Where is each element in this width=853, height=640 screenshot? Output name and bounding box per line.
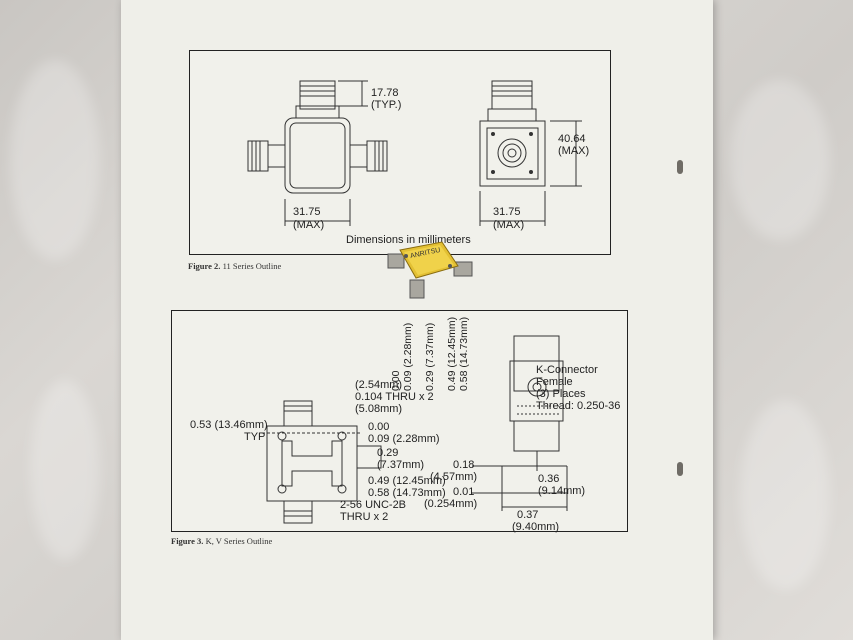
bottom-dim-049: 0.49 (12.45mm): [368, 475, 446, 487]
typ-label: TYP: [244, 431, 266, 443]
hole-depth: (5.08mm): [355, 403, 403, 415]
figure-3-drawing: [262, 335, 568, 524]
side-dim-037-mm: (9.40mm): [512, 521, 560, 533]
figure-3-caption: Figure 3. K, V Series Outline: [171, 536, 272, 546]
document-page: 17.78 (TYP.) 31.75 (MAX) 40.64 (MAX) 31.…: [121, 0, 713, 640]
right-dim-029-mm: (7.37mm): [377, 459, 425, 471]
figure-2-caption: Figure 2. 11 Series Outline: [188, 261, 281, 271]
side-dim-018-mm: (4.57mm): [430, 471, 478, 483]
figure-2-drawing: [247, 80, 582, 226]
side-dim-036: 0.36: [538, 473, 560, 485]
side-dim-001-mm: (0.254mm): [424, 498, 478, 510]
figure-2-caption-label: Figure 2.: [188, 261, 221, 271]
figure-3-caption-label: Figure 3.: [171, 536, 204, 546]
side-dim-036-mm: (9.14mm): [538, 485, 586, 497]
figure-3-frame: 0.00 0.09 (2.28mm) 0.29 (7.37mm) 0.49 (1…: [171, 310, 628, 533]
binder-hole: [677, 160, 683, 174]
tablecloth-highlight: [10, 60, 100, 260]
dim-width-left: 31.75: [293, 206, 321, 218]
screw-spec: 2-56 UNC-2B: [340, 499, 407, 511]
hole-thru: 0.104 THRU x 2: [355, 391, 434, 403]
vertical-dim-4: 0.58 (14.73mm): [458, 316, 470, 391]
tablecloth-highlight: [740, 400, 830, 590]
tablecloth-highlight: [730, 80, 830, 240]
connector-thread: Thread: 0.250-36: [536, 400, 621, 412]
vertical-dim-3: 0.49 (12.45mm): [446, 316, 458, 391]
side-dim-018: 0.18: [453, 459, 475, 471]
rf-component-photo: ANRITSU: [382, 236, 482, 306]
figure-3-caption-text: K, V Series Outline: [205, 536, 273, 546]
dim-height-right: 40.64: [558, 133, 586, 145]
connector-type: Female: [536, 376, 573, 388]
binder-hole: [677, 462, 683, 476]
screw-thru: THRU x 2: [340, 511, 389, 523]
figure-2-caption-text: 11 Series Outline: [222, 261, 282, 271]
dim-width-right: 31.75: [493, 206, 521, 218]
rf-component-drawing: [387, 241, 473, 299]
right-dim-009: 0.09 (2.28mm): [368, 433, 440, 445]
dim-width-right-note: (MAX): [493, 219, 525, 231]
right-dim-0: 0.00: [368, 421, 390, 433]
dim-typ-value: 17.78: [371, 87, 399, 99]
typ-dim: 0.53 (13.46mm): [190, 419, 268, 431]
hole-dia: (2.54mm): [355, 379, 403, 391]
bottom-dim-058: 0.58 (14.73mm): [368, 487, 446, 499]
dim-typ-note: (TYP.): [371, 99, 402, 111]
dim-width-left-note: (MAX): [293, 219, 325, 231]
vertical-dim-2: 0.29 (7.37mm): [424, 322, 436, 391]
connector-places: (3) Places: [536, 388, 586, 400]
connector-title: K-Connector: [536, 364, 598, 376]
dim-height-right-note: (MAX): [558, 145, 590, 157]
figure-2-frame: 17.78 (TYP.) 31.75 (MAX) 40.64 (MAX) 31.…: [189, 50, 611, 255]
side-dim-001: 0.01: [453, 486, 475, 498]
vertical-dim-1: 0.09 (2.28mm): [402, 322, 414, 391]
tablecloth-highlight: [30, 380, 100, 560]
side-dim-037: 0.37: [517, 509, 539, 521]
right-dim-029: 0.29: [377, 447, 399, 459]
